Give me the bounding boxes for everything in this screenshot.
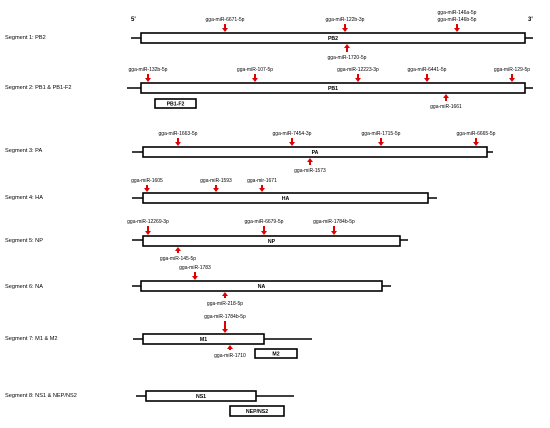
- segment-1-mirna-4-arrow: [344, 44, 350, 48]
- segment-4-mirna-2-label: gga-miR-1593: [200, 178, 232, 184]
- segment-2-mirna-6-label: gga-miR-1661: [430, 104, 462, 110]
- segment-2-mirna-1-arrow: [145, 78, 151, 82]
- segment-2-gene-label-2: PB1-F2: [167, 102, 185, 108]
- segment-4-gene-label-1: HA: [282, 196, 290, 202]
- segment-4-label: Segment 4: HA: [5, 195, 43, 201]
- segment-7-label: Segment 7: M1 & M2: [5, 336, 58, 342]
- segment-1-gene-label-1: PB2: [328, 36, 338, 42]
- segment-7-gene-box-2: [254, 348, 298, 359]
- segment-1-mirna-3-arrow: [454, 28, 460, 32]
- segment-6-mirna-2-label: gga-miR-218-5p: [207, 301, 243, 307]
- segment-2-mirna-4-arrow: [424, 78, 430, 82]
- segment-5-mirna-2-label: gga-miR-6679-5p: [245, 219, 284, 225]
- segment-1-mirna-4-label: gga-miR-1720-5p: [328, 55, 367, 61]
- segment-4-mirna-1-arrow: [144, 188, 150, 192]
- segment-7-mirna-1-label: gga-miR-1784b-5p: [204, 314, 246, 320]
- segment-5-mirna-3-arrow: [331, 231, 337, 235]
- segment-5-mirna-1-arrow: [145, 231, 151, 235]
- segment-5-gene-box-1: [142, 235, 401, 247]
- segment-8-gene-label-2: NEP/NS2: [246, 409, 268, 415]
- segment-2-mirna-2-arrow: [252, 78, 258, 82]
- segment-3-mirna-5-arrow: [307, 158, 313, 162]
- segment-2-gene-box-1: [140, 82, 526, 94]
- segment-3-mirna-5-label: gga-miR-1573: [294, 168, 326, 174]
- segment-6-gene-box-1: [140, 280, 383, 292]
- segment-2-mirna-4-label: gga-miR-6441-5p: [408, 67, 447, 73]
- segment-2-mirna-3-arrow: [355, 78, 361, 82]
- segment-4-mirna-2-arrow: [213, 188, 219, 192]
- segment-7-gene-label-2: M2: [272, 352, 279, 358]
- segment-5-mirna-1-label: gga-miR-12269-3p: [127, 219, 169, 225]
- segment-1-mirna-2-arrow: [342, 28, 348, 32]
- segment-2-mirna-3-label: gga-miR-12223-3p: [337, 67, 379, 73]
- segment-3-mirna-4-arrow: [473, 142, 479, 146]
- segment-8-label: Segment 8: NS1 & NEP/NS2: [5, 393, 77, 399]
- segment-4-mirna-1-label: gga-miR-1605: [131, 178, 163, 184]
- segment-2-label: Segment 2: PB1 & PB1-F2: [5, 85, 72, 91]
- segment-5-label: Segment 5: NP: [5, 238, 43, 244]
- segment-6-gene-label-1: NA: [258, 284, 266, 290]
- segment-2-gene-box-2: [154, 98, 197, 109]
- segment-6-mirna-1-label: gga-miR-1783: [179, 265, 211, 271]
- segment-1-mirna-2-label: gga-miR-122b-3p: [326, 17, 365, 23]
- segment-2-mirna-5-arrow: [509, 78, 515, 82]
- segment-3-mirna-1-arrow: [175, 142, 181, 146]
- segment-6-label: Segment 6: NA: [5, 284, 43, 290]
- segment-2-mirna-5-label: gga-miR-129-5p: [494, 67, 530, 73]
- segment-1-mirna-1-label: gga-miR-6671-5p: [206, 17, 245, 23]
- segment-7-mirna-2-label: gga-miR-1710: [214, 353, 246, 359]
- segment-1-mirna-1-arrow: [222, 28, 228, 32]
- segment-8-gene-box-2: [229, 405, 285, 417]
- segment-3-mirna-1-label: gga-miR-1663-5p: [159, 131, 198, 137]
- segment-2-mirna-2-label: gga-miR-107-5p: [237, 67, 273, 73]
- segment-4-mirna-3-arrow: [259, 188, 265, 192]
- segment-3-label: Segment 3: PA: [5, 148, 43, 154]
- segment-3-mirna-3-arrow: [378, 142, 384, 146]
- segment-5-mirna-3-label: gga-miR-1784b-5p: [313, 219, 355, 225]
- segment-3-mirna-3-label: gga-miR-1715-5p: [362, 131, 401, 137]
- five-prime-label: 5': [131, 17, 136, 23]
- segment-7-mirna-1-arrow: [222, 329, 228, 333]
- segment-2-mirna-6-arrow: [443, 94, 449, 98]
- segment-8-gene-label-1: NS1: [196, 394, 206, 400]
- segment-1-gene-box-1: [140, 32, 526, 44]
- segment-1-label: Segment 1: PB2: [5, 35, 46, 41]
- segment-1-mirna-3-label-2: gga-miR-146b-5p: [438, 17, 477, 23]
- segment-2-mirna-1-label: gga-miR-132b-5p: [129, 67, 168, 73]
- segment-5-gene-label-1: NP: [268, 239, 276, 245]
- segment-6-mirna-2-arrow: [222, 292, 228, 296]
- segment-6-mirna-1-arrow: [192, 276, 198, 280]
- segment-4-mirna-3-label: gga-mir-1671: [247, 178, 277, 184]
- segment-5-mirna-2-arrow: [261, 231, 267, 235]
- segment-7-mirna-2-arrow: [227, 345, 233, 349]
- segment-1-mirna-3-label-1: gga-miR-146a-5p: [438, 10, 477, 16]
- segment-7-gene-box-1: [142, 333, 265, 345]
- segment-7-gene-label-1: M1: [200, 337, 207, 343]
- segment-3-mirna-4-label: gga-miR-6665-5p: [457, 131, 496, 137]
- segment-3-gene-box-1: [142, 146, 488, 158]
- three-prime-label: 3': [528, 17, 533, 23]
- segment-4-gene-box-1: [142, 192, 429, 204]
- segment-3-mirna-2-arrow: [289, 142, 295, 146]
- segment-5-mirna-4-arrow: [175, 247, 181, 251]
- segment-8-gene-box-1: [145, 390, 257, 402]
- segment-3-gene-label-1: PA: [312, 150, 319, 156]
- segment-3-mirna-2-label: gga-miR-7454-3p: [273, 131, 312, 137]
- segment-2-gene-label-1: PB1: [328, 86, 338, 92]
- segment-5-mirna-4-label: gga-miR-145-5p: [160, 256, 196, 262]
